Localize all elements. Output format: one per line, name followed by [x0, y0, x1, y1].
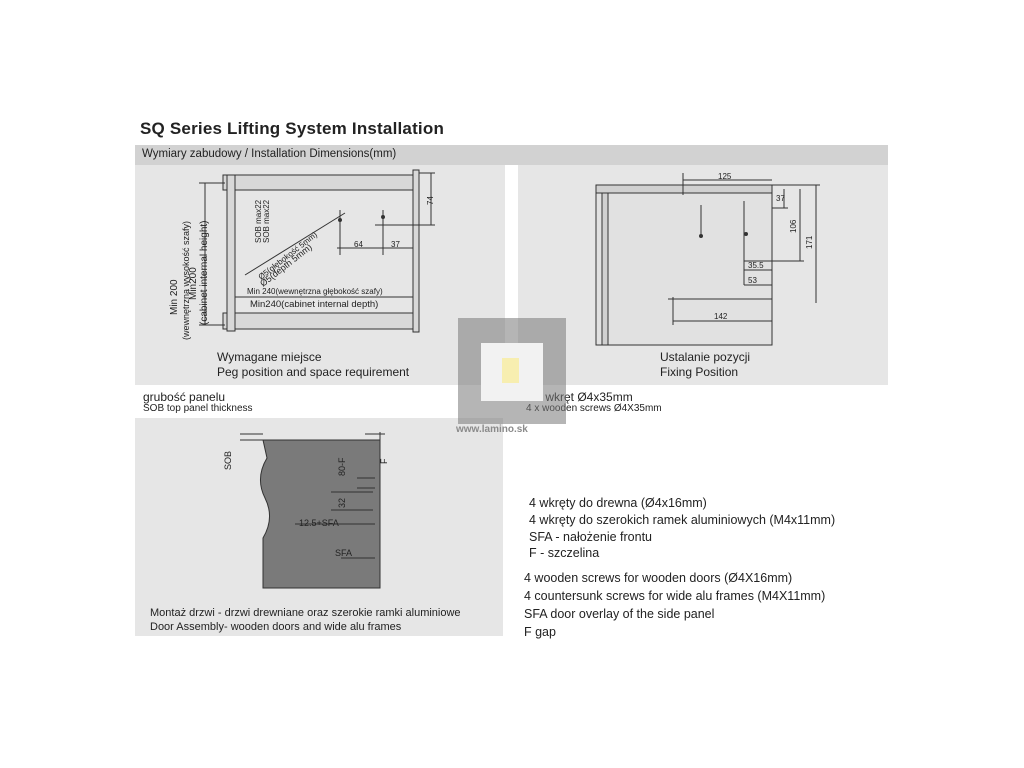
legend-en-1: 4 wooden screws for wooden doors (Ø4X16m… [524, 571, 793, 585]
legend-pl-3: SFA - nałożenie frontu [529, 530, 652, 544]
legend-pl-2: 4 wkręty do szerokich ramek aluminiowych… [529, 513, 836, 527]
watermark-logo-accent [502, 358, 519, 383]
dim-125: 125 [718, 172, 732, 181]
f-dim: F [379, 458, 389, 464]
sob-caption-en: SOB top panel thickness [143, 403, 253, 414]
legend-en-3: SFA door overlay of the side panel [524, 607, 715, 621]
screws-caption-en: 4 x wooden screws Ø4X35mm [526, 403, 662, 414]
height-label-4: (cabinet internal height) [199, 220, 210, 325]
dim-171: 171 [805, 235, 814, 249]
fixing-position-drawing: 125 37 106 171 35.5 53 142 Ustalanie poz… [595, 172, 820, 379]
panel-right-caption-pl: Ustalanie pozycji [660, 350, 750, 364]
door-assembly-drawing: SOB F 80-F 32 12.5+SFA SFA Montaż drzwi … [150, 432, 461, 633]
panel-left-caption-en: Peg position and space requirement [217, 365, 410, 379]
dim-sfa: SFA [335, 548, 352, 558]
height-label-1: Min 200 [169, 279, 180, 315]
legend-en-2: 4 countersunk screws for wide alu frames… [524, 589, 826, 603]
height-label-3: Min200 [188, 267, 199, 300]
dim-80-f: 80-F [337, 457, 347, 476]
panel-bottom-caption-en: Door Assembly- wooden doors and wide alu… [150, 621, 402, 633]
dim-32: 32 [337, 498, 347, 508]
dim-37: 37 [391, 240, 400, 249]
dim-142: 142 [714, 312, 728, 321]
sob-label-2: SOB max22 [262, 199, 271, 243]
legend-en-4: F gap [524, 625, 556, 639]
sob-dim: SOB [223, 451, 233, 470]
space-requirement-panel [135, 165, 505, 385]
dim-37-right: 37 [776, 194, 785, 203]
dim-74: 74 [426, 196, 435, 205]
legend-pl-1: 4 wkręty do drewna (Ø4x16mm) [529, 496, 707, 510]
height-label-2: (wewnętrzna wysokość szafy) [181, 221, 191, 340]
dim-64: 64 [354, 240, 363, 249]
section-header-bar [135, 145, 888, 165]
panel-left-caption-pl: Wymagane miejsce [217, 350, 322, 364]
dim-35-5: 35.5 [748, 261, 764, 270]
depth-label-pl: Min 240(wewnętrzna głębokość szafy) [247, 287, 383, 296]
page-title: SQ Series Lifting System Installation [140, 119, 445, 138]
hole-label-2: Ø5(depth 5mm) [258, 242, 314, 289]
depth-label-en: Min240(cabinet internal depth) [250, 299, 378, 310]
dim-12-5-sfa: 12.5+SFA [299, 518, 339, 528]
dim-53: 53 [748, 276, 757, 285]
panel-right-caption-en: Fixing Position [660, 365, 738, 379]
panel-bottom-caption-pl: Montaż drzwi - drzwi drewniane oraz szer… [150, 607, 461, 619]
space-requirement-drawing: Min 200 (wewnętrzna wysokość szafy) Min2… [169, 169, 435, 379]
legend-pl-4: F - szczelina [529, 546, 600, 560]
dim-106: 106 [789, 219, 798, 233]
watermark-text: www.lamino.sk [456, 424, 528, 435]
sob-label-1: SOB max22 [254, 199, 263, 243]
sob-caption-pl: grubość panelu [143, 390, 226, 404]
section-label: Wymiary zabudowy / Installation Dimensio… [142, 148, 397, 160]
